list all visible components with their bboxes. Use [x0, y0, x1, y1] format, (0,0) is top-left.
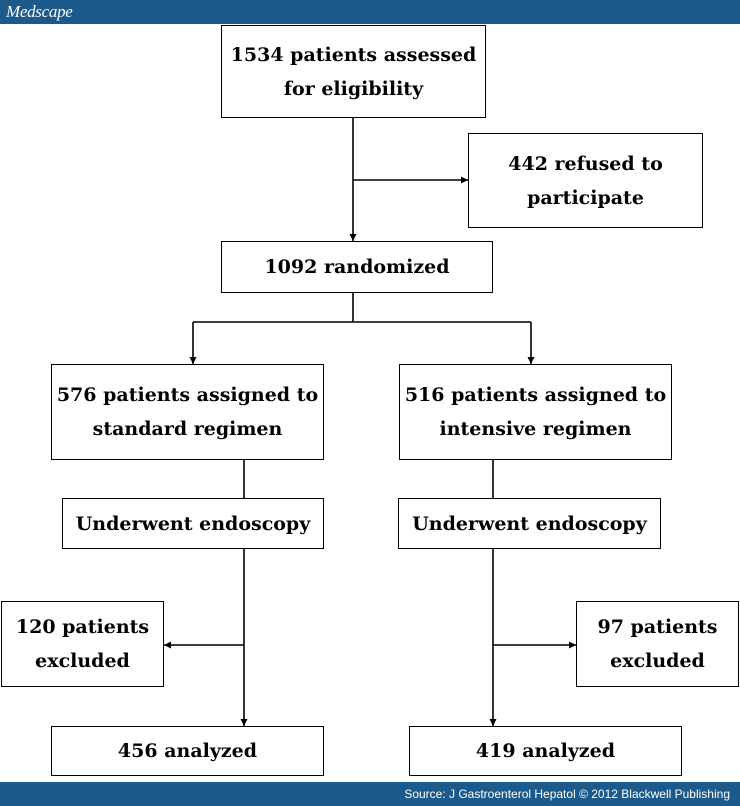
box-excluded-left: 120 patients excluded: [1, 601, 164, 687]
box-assessed: 1534 patients assessed for eligibility: [221, 25, 486, 118]
box-endoscopy-right: Underwent endoscopy: [398, 498, 661, 549]
box-standard: 576 patients assigned to standard regime…: [51, 364, 324, 460]
box-endoscopy-left: Underwent endoscopy: [62, 498, 324, 549]
medscape-logo: Medscape: [6, 2, 73, 21]
source-credit: Source: J Gastroenterol Hepatol © 2012 B…: [404, 787, 730, 801]
box-refused: 442 refused to participate: [468, 133, 703, 228]
box-excluded-right: 97 patients excluded: [576, 601, 739, 687]
box-analyzed-right: 419 analyzed: [409, 726, 682, 776]
footer-bar: Source: J Gastroenterol Hepatol © 2012 B…: [0, 782, 740, 806]
box-randomized: 1092 randomized: [221, 241, 493, 293]
box-analyzed-left: 456 analyzed: [51, 726, 324, 776]
box-intensive: 516 patients assigned to intensive regim…: [399, 364, 672, 460]
header-bar: Medscape: [0, 0, 740, 24]
